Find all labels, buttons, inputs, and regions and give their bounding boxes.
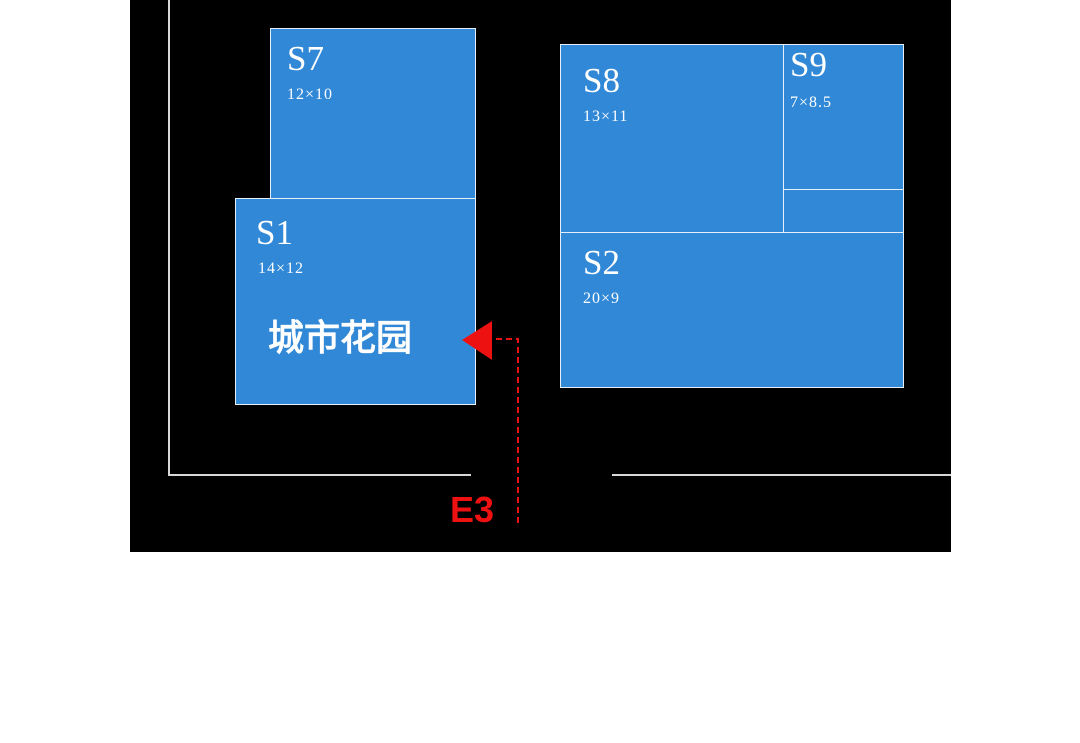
plot-dimensions: 20×9 <box>583 290 621 307</box>
plot-id: S9 <box>790 45 827 84</box>
plot-s2[interactable]: S2 20×9 <box>560 232 904 388</box>
entrance-label: E3 <box>450 489 495 530</box>
plot-dimensions: 14×12 <box>258 260 305 277</box>
arrow-left-icon <box>462 321 492 360</box>
boundary-bottom-left <box>168 474 471 476</box>
boundary-left <box>168 0 170 476</box>
site-plan-canvas: S7 12×10 S1 14×12 城市花园 S8 13×11 S9 7×8.5… <box>130 0 951 552</box>
plot-s9[interactable]: S9 7×8.5 <box>783 44 904 191</box>
plot-dimensions: 12×10 <box>287 86 334 103</box>
plot-id: S8 <box>583 61 620 100</box>
plot-dimensions: 7×8.5 <box>790 94 833 111</box>
entrance-path <box>462 321 519 523</box>
plot-s8[interactable]: S8 13×11 <box>560 44 785 234</box>
plot-unlabeled[interactable] <box>783 189 904 234</box>
entrance-dashed-line <box>492 338 519 523</box>
boundary-bottom-right <box>612 474 951 476</box>
plot-id: S2 <box>583 243 620 282</box>
plot-dimensions: 13×11 <box>583 108 629 125</box>
plot-s7[interactable]: S7 12×10 <box>270 28 476 200</box>
plot-id: S1 <box>256 213 293 252</box>
plot-s1[interactable]: S1 14×12 城市花园 <box>235 198 476 405</box>
plot-name-label: 城市花园 <box>268 318 413 359</box>
plot-id: S7 <box>287 39 324 78</box>
